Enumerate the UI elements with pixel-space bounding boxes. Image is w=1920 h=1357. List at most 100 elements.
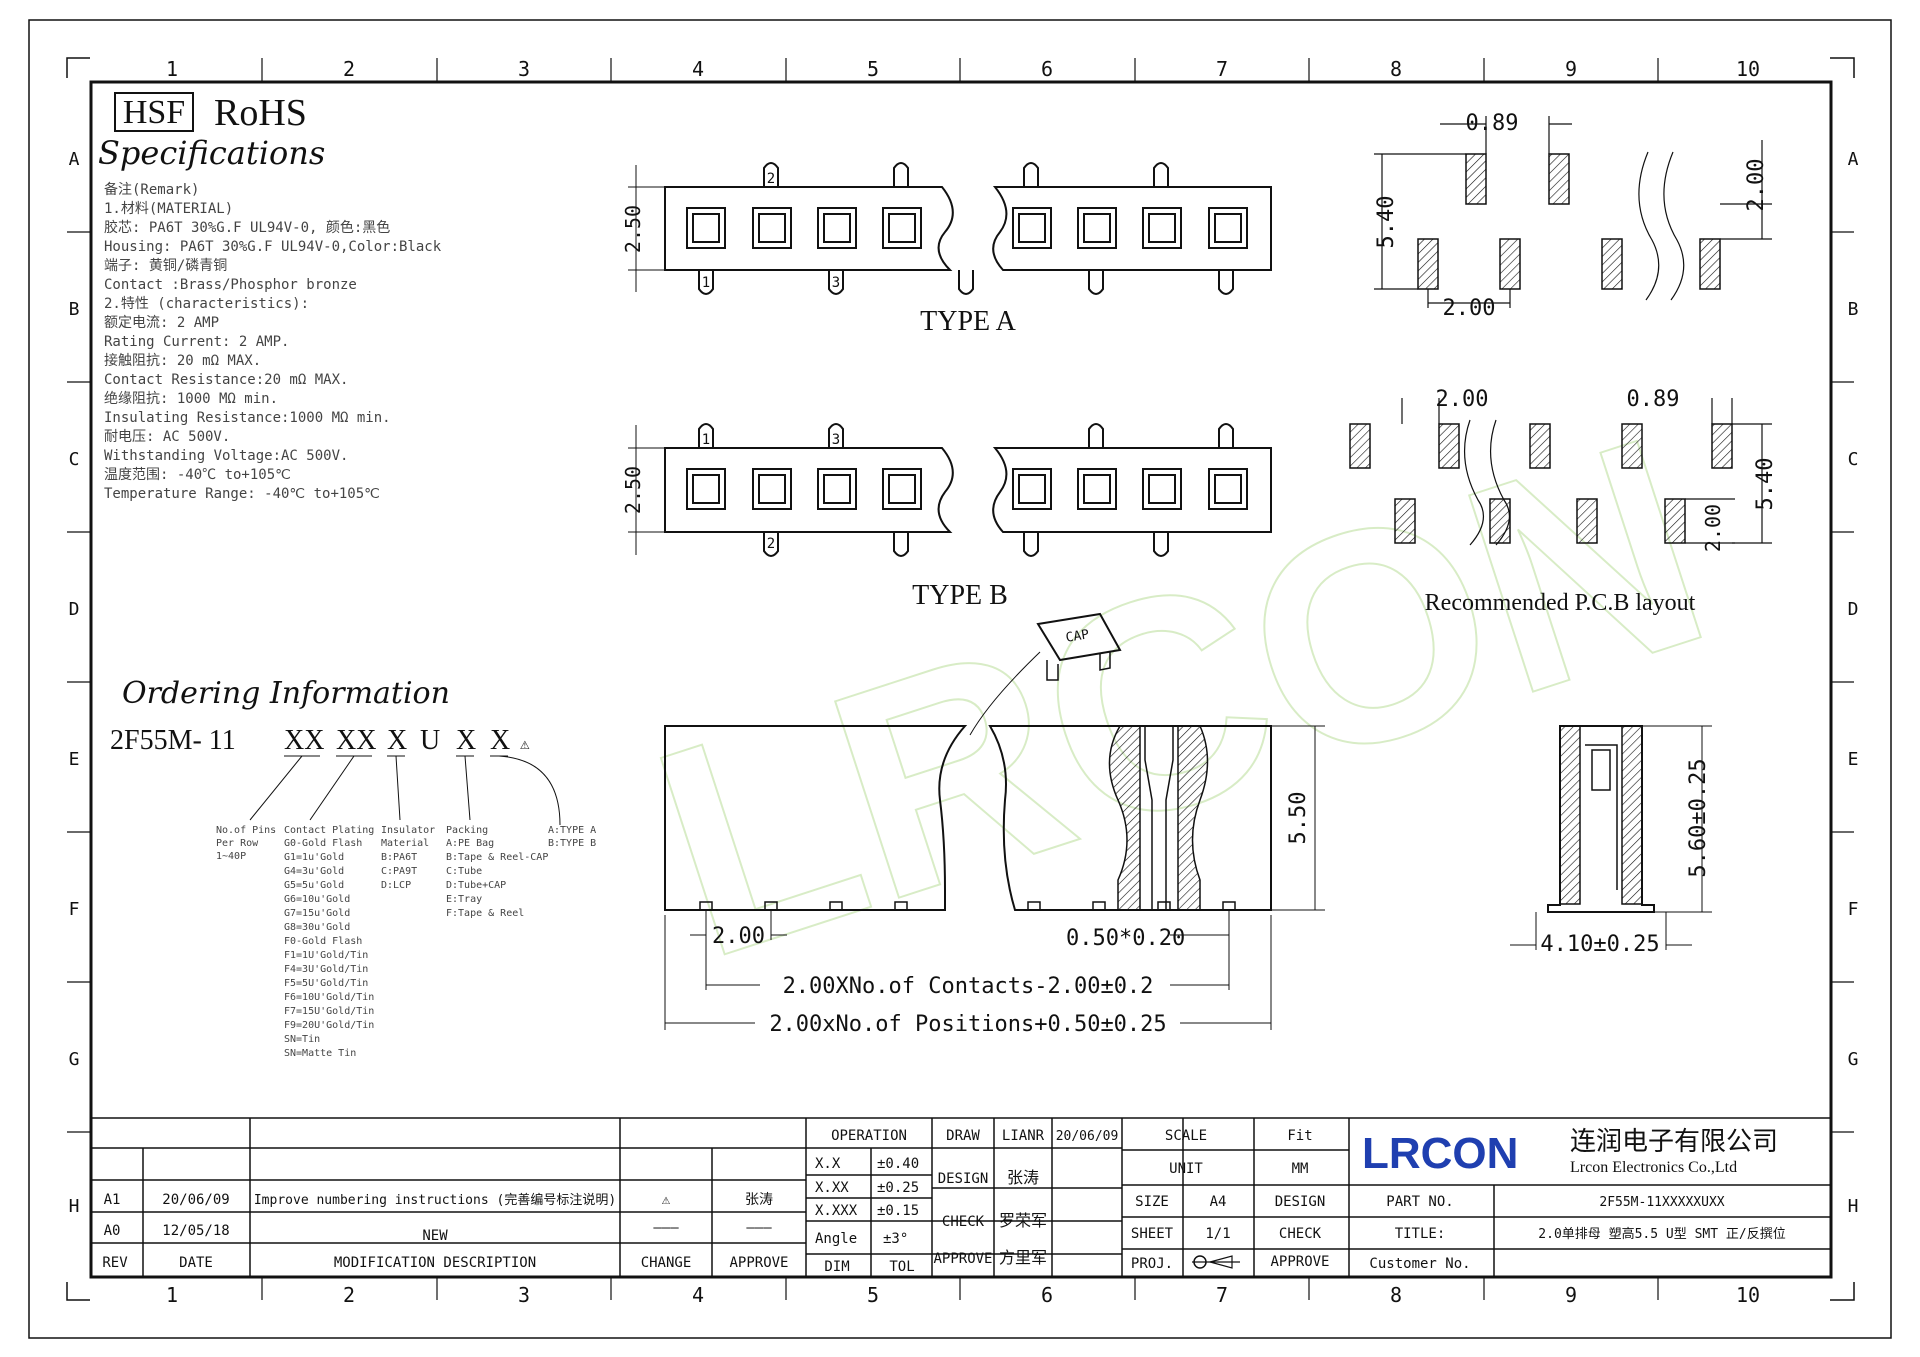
row-label-right: D bbox=[1848, 599, 1859, 620]
row-label: D bbox=[69, 599, 80, 620]
dim-0-89-top: 0.89 bbox=[1466, 111, 1519, 136]
draw-by: LIANR bbox=[1002, 1128, 1045, 1144]
dim-2-00-mid: 2.00 bbox=[1436, 387, 1489, 412]
hsf-box bbox=[114, 92, 194, 132]
spec-line: Rating Current: 2 AMP. bbox=[104, 334, 289, 350]
check-label-2: CHECK bbox=[1279, 1226, 1322, 1242]
plating-line: G1=1u'Gold bbox=[284, 852, 344, 863]
size-label: SIZE bbox=[1135, 1194, 1169, 1210]
pins-line: No.of Pins bbox=[216, 825, 276, 836]
pin-3-label-b: 3 bbox=[832, 432, 840, 448]
plating-line: G8=30u'Gold bbox=[284, 922, 350, 933]
plating-line: F5=5U'Gold/Tin bbox=[284, 978, 368, 989]
pins-line: 1~40P bbox=[216, 851, 246, 862]
approve-by: 方里军 bbox=[999, 1248, 1047, 1267]
ordering-title: Ordering Information bbox=[122, 676, 450, 711]
approve-label: APPROVE bbox=[933, 1251, 992, 1267]
spec-line: 1.材料(MATERIAL) bbox=[104, 201, 233, 217]
col-label: 3 bbox=[518, 57, 530, 81]
customer-no-label: Customer No. bbox=[1369, 1256, 1470, 1272]
proj-label: PROJ. bbox=[1131, 1256, 1173, 1272]
dim-5-60: 5.60±0.25 bbox=[1686, 758, 1711, 877]
plating-line: F9=20U'Gold/Tin bbox=[284, 1020, 374, 1031]
row-label-right: A bbox=[1848, 149, 1859, 170]
company-logo: LRCON bbox=[1362, 1129, 1518, 1178]
col-label-bottom: 2 bbox=[343, 1283, 355, 1307]
pcb-layout-label: Recommended P.C.B layout bbox=[1425, 590, 1696, 616]
dim-0-89-mid: 0.89 bbox=[1627, 387, 1680, 412]
check-label: CHECK bbox=[942, 1214, 985, 1230]
dim-5-40-mid: 5.40 bbox=[1753, 458, 1778, 511]
tol-label: TOL bbox=[889, 1259, 914, 1275]
specs-list: 备注(Remark) 1.材料(MATERIAL) 胶芯: PA6T 30%G.… bbox=[104, 181, 442, 502]
row-label: E bbox=[69, 749, 80, 770]
insulator-line: B:PA6T bbox=[381, 852, 417, 863]
rev-a0-approve: ——— bbox=[746, 1220, 772, 1236]
plating-line: F1=1U'Gold/Tin bbox=[284, 950, 368, 961]
code-plating: XX bbox=[336, 725, 376, 756]
col-label-bottom: 1 bbox=[166, 1283, 178, 1307]
col-label-bottom: 3 bbox=[518, 1283, 530, 1307]
plating-line: SN=Tin bbox=[284, 1034, 320, 1045]
spec-line: 温度范围: -40℃ to+105℃ bbox=[104, 466, 291, 483]
row-label-right: E bbox=[1848, 749, 1859, 770]
dim-contacts: 2.00XNo.of Contacts-2.00±0.2 bbox=[783, 974, 1154, 999]
hsf-mark: HSF bbox=[123, 94, 185, 131]
dim-2-00-top: 2.00 bbox=[1443, 296, 1496, 321]
plating-line: F4=3U'Gold/Tin bbox=[284, 964, 368, 975]
rev-a1: A1 bbox=[104, 1192, 121, 1208]
rev-a1-desc: Improve numbering instructions (完善编号标注说明… bbox=[254, 1192, 616, 1208]
tol-xx: X.X bbox=[815, 1156, 841, 1172]
col-label-bottom: 6 bbox=[1041, 1283, 1053, 1307]
spec-line: 绝缘阻抗: 1000 MΩ min. bbox=[104, 391, 278, 407]
insulator-line: C:PA9T bbox=[381, 866, 417, 877]
row-label: B bbox=[69, 299, 80, 320]
side-view: 5.50 2.00 0.50*0.20 2.00XNo.of Contacts-… bbox=[664, 725, 1325, 1037]
draw-label: DRAW bbox=[946, 1128, 980, 1144]
col-label: 7 bbox=[1216, 57, 1228, 81]
row-label: H bbox=[69, 1196, 80, 1217]
type-b-view: 1 3 2 2.50 TYPE B bbox=[621, 423, 1272, 611]
part-no-value: 2F55M-11XXXXXUXX bbox=[1599, 1195, 1724, 1210]
dim-2-00-right: 2.00 bbox=[1744, 159, 1769, 212]
rev-header: REV bbox=[102, 1255, 128, 1271]
plating-line: G5=5u'Gold bbox=[284, 880, 344, 891]
rohs-mark: RoHS bbox=[214, 92, 307, 134]
spec-line: 胶芯: PA6T 30%G.F UL94V-0, 颜色:黑色 bbox=[104, 219, 390, 236]
col-label-bottom: 7 bbox=[1216, 1283, 1228, 1307]
col-label: 2 bbox=[343, 57, 355, 81]
design-by: 张涛 bbox=[1007, 1168, 1039, 1187]
spec-line: Withstanding Voltage:AC 500V. bbox=[104, 448, 348, 464]
code-pins: XX bbox=[284, 725, 324, 756]
col-label-bottom: 8 bbox=[1390, 1283, 1402, 1307]
type-a-label: TYPE A bbox=[920, 306, 1016, 337]
rev-a0-date: 12/05/18 bbox=[162, 1223, 229, 1239]
pin-3-label: 3 bbox=[832, 275, 840, 291]
row-label-right: F bbox=[1848, 899, 1859, 920]
col-label: 5 bbox=[867, 57, 879, 81]
tol-xxxx: X.XXX bbox=[815, 1203, 858, 1219]
col-label: 10 bbox=[1736, 57, 1760, 81]
plating-line: G4=3u'Gold bbox=[284, 866, 344, 877]
dim-2-00-low: 2.00 bbox=[1701, 504, 1725, 552]
dim-label: DIM bbox=[824, 1259, 849, 1275]
dim-5-40-top: 5.40 bbox=[1374, 196, 1399, 249]
unit-value: MM bbox=[1292, 1161, 1309, 1177]
change-header: CHANGE bbox=[641, 1255, 692, 1271]
plating-line: F6=10U'Gold/Tin bbox=[284, 992, 374, 1003]
rev-a0-change: ——— bbox=[653, 1220, 679, 1236]
col-label: 1 bbox=[166, 57, 178, 81]
date-header: DATE bbox=[179, 1255, 213, 1271]
pin-1-label: 1 bbox=[702, 275, 710, 291]
approve-header: APPROVE bbox=[729, 1255, 788, 1271]
dim-2-50-b: 2.50 bbox=[621, 466, 645, 514]
plating-line: G6=10u'Gold bbox=[284, 894, 350, 905]
tol-xxxx-val: ±0.15 bbox=[877, 1203, 919, 1219]
title-value: 2.0单排母 塑高5.5 U型 SMT 正/反撰位 bbox=[1538, 1226, 1785, 1242]
approve-label-2: APPROVE bbox=[1270, 1254, 1329, 1270]
scale-label: SCALE bbox=[1165, 1128, 1207, 1144]
packing-line: D:Tube+CAP bbox=[446, 880, 506, 891]
packing-line: C:Tube bbox=[446, 866, 482, 877]
insulator-line: Material bbox=[381, 838, 429, 849]
